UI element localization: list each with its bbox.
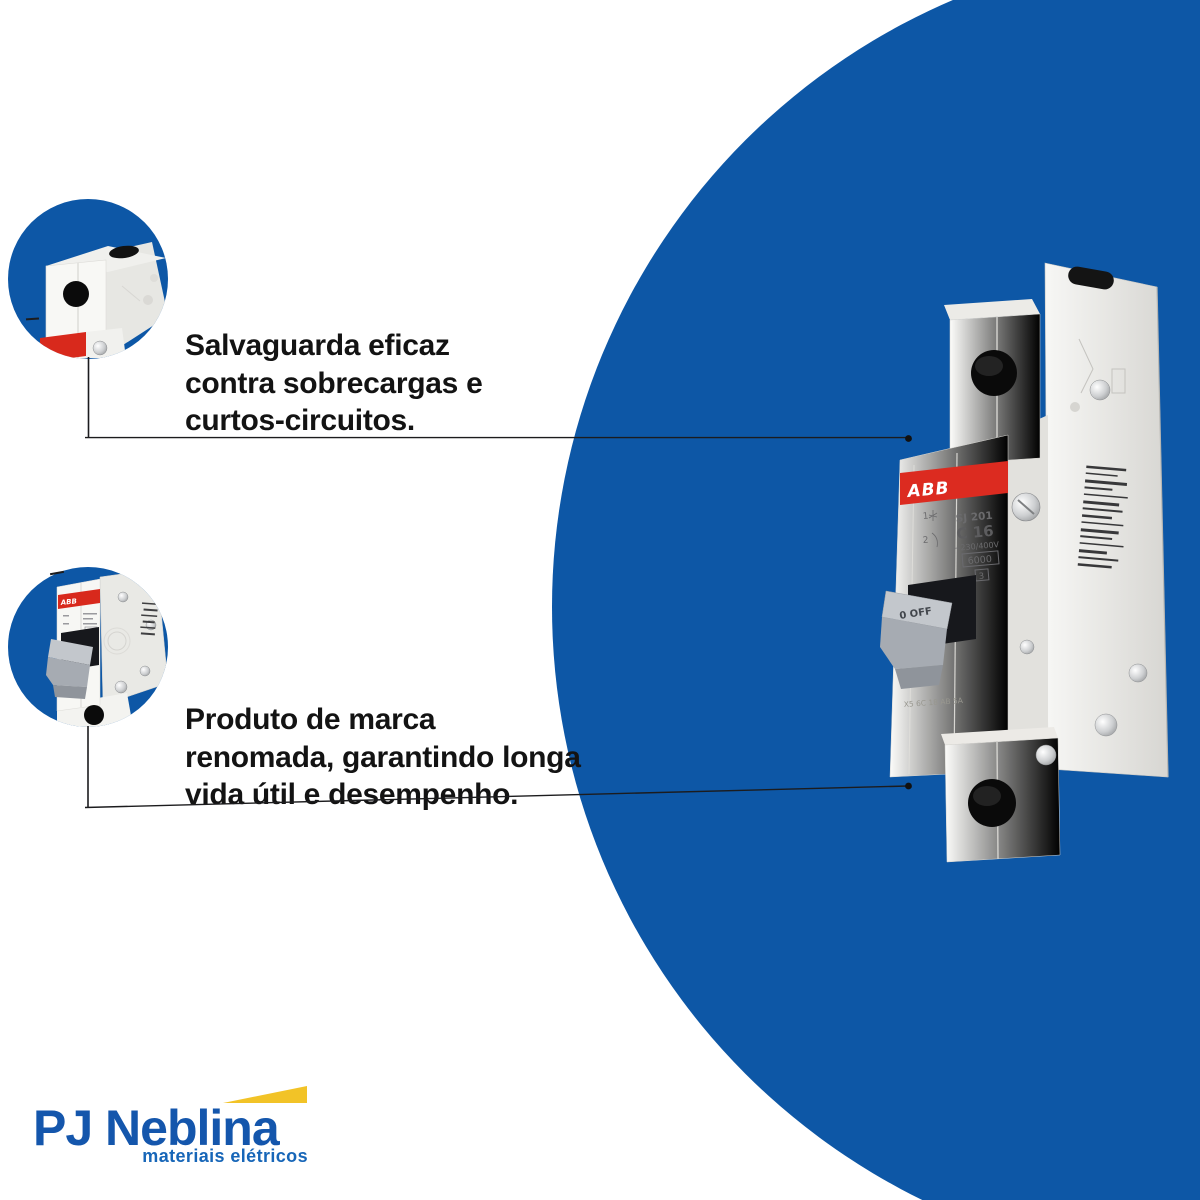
mini-top-slot [109, 245, 139, 259]
circuit-breaker-photo: ABB SJ 201 C 16 ~230/400V 6000 3 1 2 [880, 262, 1169, 863]
benefit-line: renomada, garantindo longa [185, 740, 581, 774]
callout-photo-front-view: ABB [8, 567, 168, 727]
breaking-capacity-text: 6000 [967, 554, 992, 567]
rating-text: C 16 [956, 522, 995, 543]
switch-state-text: 0 OFF [899, 606, 933, 622]
rating-plate: SJ 201 C 16 ~230/400V 6000 3 1 2 [922, 510, 1000, 582]
top-slot-hole [1068, 266, 1114, 290]
top-terminal-block [944, 299, 1041, 465]
molded-dot [1070, 402, 1080, 412]
print-code-text: X5 6C 18 AB 5A [904, 696, 965, 709]
small-screw [1019, 639, 1035, 655]
benefit-line: curtos-circuitos. [185, 404, 415, 437]
breaker-toggle: 0 OFF [880, 575, 976, 689]
side-screw [1128, 663, 1148, 683]
logo-name: PJ Neblina [33, 1100, 280, 1156]
mini-brand-text: ABB [59, 597, 77, 607]
mini-terminal-hole [63, 281, 89, 307]
model-text: SJ 201 [955, 510, 993, 525]
callout-top-view-content [40, 242, 168, 359]
mini-abb-band [58, 589, 100, 609]
benefit-line: Salvaguarda eficaz [185, 329, 450, 362]
benefit-text-protection: Salvaguarda eficaz contra sobrecargas e … [185, 327, 483, 440]
benefit-text-brand: Produto de marca renomada, garantindo lo… [185, 701, 581, 814]
benefit-line: Produto de marca [185, 703, 436, 736]
mini-bottom-hole [84, 705, 104, 725]
terminal-bottom-number: 2 [922, 536, 929, 546]
abb-red-band [900, 461, 1008, 505]
breaker-depth-face [1008, 415, 1048, 773]
brand-text: ABB [905, 478, 951, 502]
printed-circuit-symbol [1078, 338, 1126, 394]
side-screw [1089, 379, 1111, 401]
bottom-screw [1035, 744, 1057, 766]
benefit-line: contra sobrecargas e [185, 366, 483, 400]
energy-class-text: 3 [978, 572, 984, 582]
callout-photo-top-view [8, 199, 168, 359]
brand-logo: PJ Neblina materiais elétricos [33, 1084, 309, 1174]
bottom-terminal-block [941, 727, 1061, 863]
breaker-side-panel [1044, 262, 1169, 778]
callout-front-view-content: ABB [46, 568, 168, 727]
logo-yellow-wedge-icon [223, 1086, 307, 1103]
voltage-text: ~230/400V [953, 540, 1000, 553]
terminal-top-number: 1 [922, 512, 929, 522]
logo-tagline: materiais elétricos [142, 1146, 308, 1166]
benefit-line: vida útil e desempenho. [185, 778, 519, 811]
side-screw [1094, 713, 1118, 737]
side-barcode [1077, 465, 1128, 569]
